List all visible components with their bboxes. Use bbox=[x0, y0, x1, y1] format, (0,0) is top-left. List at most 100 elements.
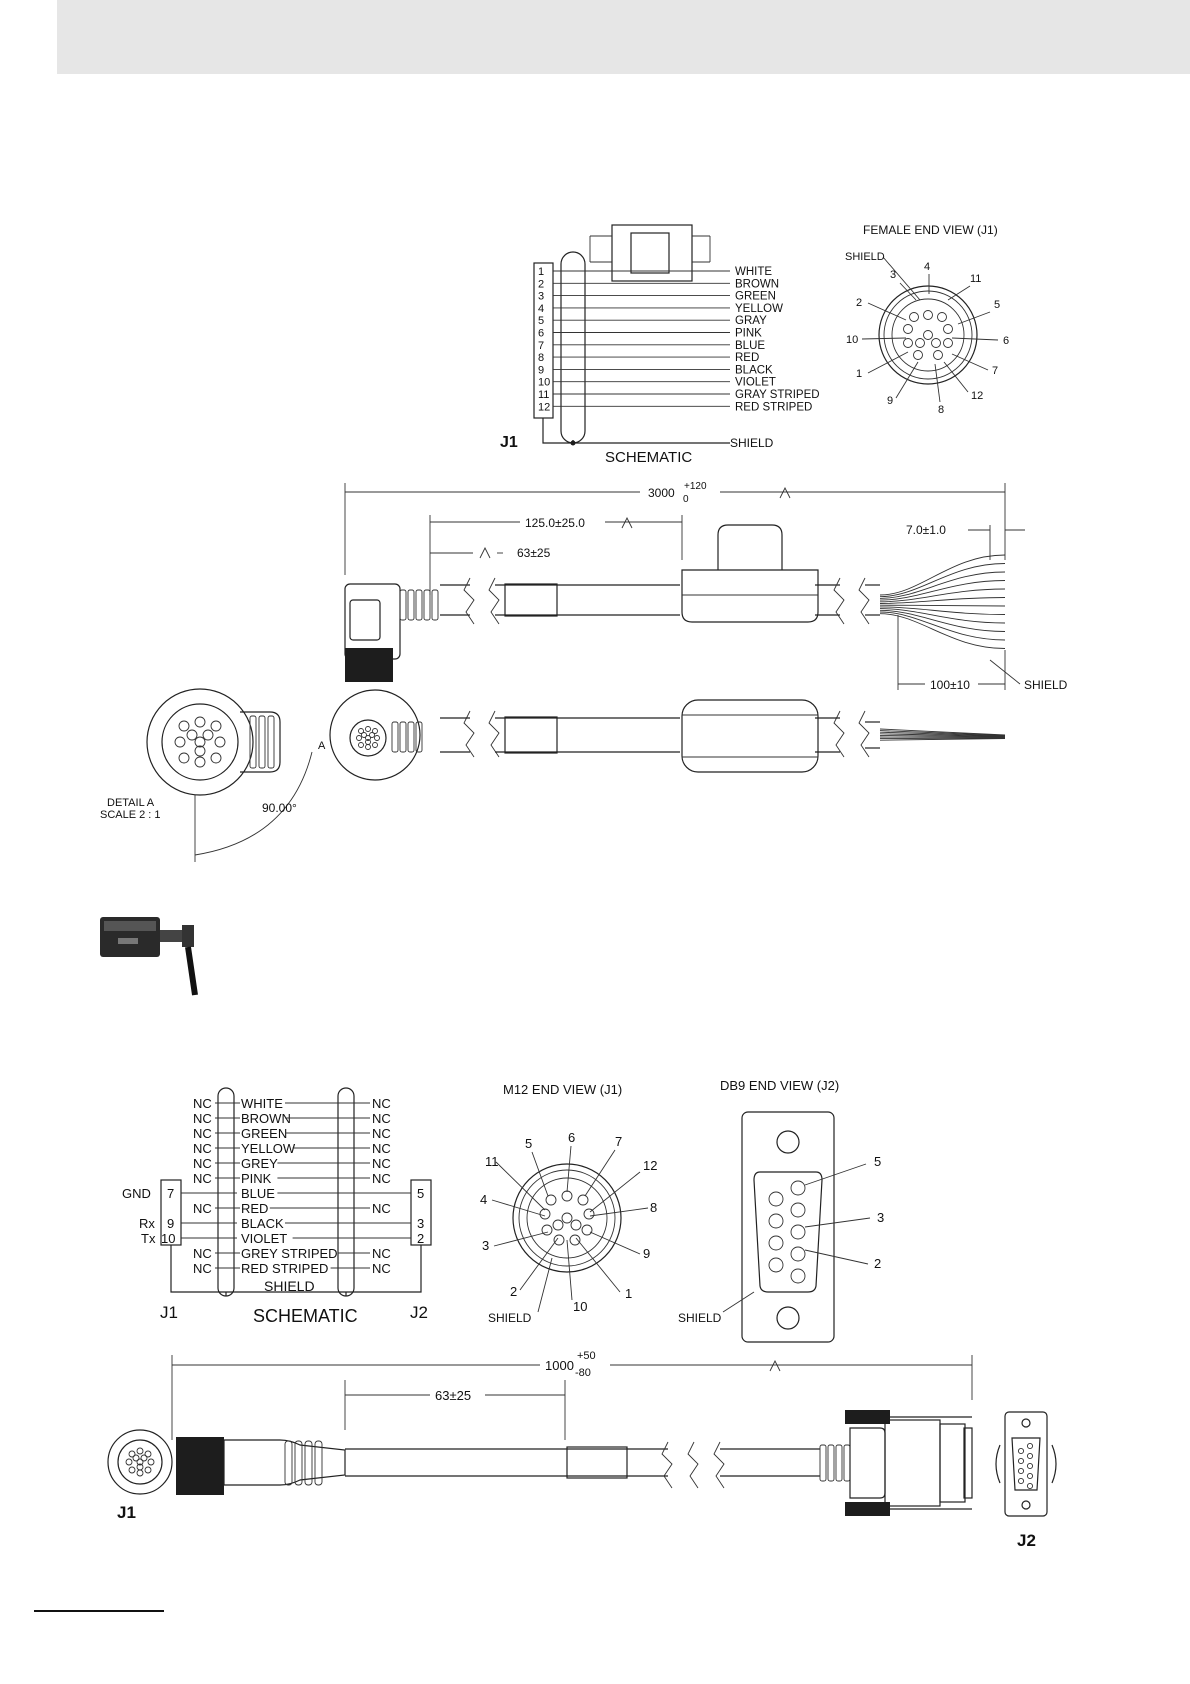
schematic-2-wire-label: YELLOW bbox=[241, 1141, 296, 1156]
female-end-view-pin-label: 3 bbox=[890, 269, 896, 281]
ferrite-1-side bbox=[681, 699, 819, 773]
female-end-view-pin-label: 4 bbox=[924, 261, 930, 273]
j2-face bbox=[1004, 1411, 1048, 1517]
schematic-2-j1-signal: Rx bbox=[139, 1216, 155, 1231]
schematic-1-wire-label: BROWN bbox=[735, 278, 779, 290]
dim-ferrite: 125.0±25.0 bbox=[525, 516, 585, 530]
schematic-1-pin-label: 6 bbox=[538, 328, 544, 340]
schematic-1-pin-label: 7 bbox=[538, 340, 544, 352]
schematic-2-wire-label: BLACK bbox=[241, 1216, 284, 1231]
db9-end-view-shield: SHIELD bbox=[678, 1311, 722, 1325]
dim-overall-1: 3000 bbox=[648, 486, 675, 500]
m12-pin-label: 6 bbox=[568, 1130, 575, 1145]
schematic-2-shield-label: SHIELD bbox=[264, 1278, 315, 1294]
schematic-1-pin-label: 8 bbox=[538, 352, 544, 364]
schematic-2-left-nc: NC bbox=[193, 1171, 212, 1186]
schematic-2-shield-tube-right bbox=[337, 1087, 355, 1297]
female-end-view-pin bbox=[933, 350, 943, 360]
detail-a-marker: A bbox=[318, 740, 326, 752]
m12-end-view-title: M12 END VIEW (J1) bbox=[503, 1082, 622, 1097]
dim-overall-1-tol-upper: +120 bbox=[684, 481, 707, 492]
m12-pin-label: 11 bbox=[485, 1154, 499, 1169]
female-end-view-pin-label: 6 bbox=[1003, 335, 1009, 347]
schematic-2-title: SCHEMATIC bbox=[253, 1306, 358, 1326]
schematic-1-pin-label: 3 bbox=[538, 291, 544, 303]
schematic-2-right-nc: NC bbox=[372, 1126, 391, 1141]
dim-overall-2-tol-lower: -80 bbox=[575, 1367, 591, 1379]
db9-pin bbox=[768, 1213, 784, 1229]
m12-pin bbox=[561, 1190, 573, 1202]
m12-pin bbox=[561, 1212, 573, 1224]
female-end-view-pin bbox=[915, 338, 925, 348]
m12-end-view-shield: SHIELD bbox=[488, 1311, 532, 1325]
db9-end-view-labels: 532 bbox=[804, 1154, 884, 1271]
female-end-view-pin bbox=[913, 350, 923, 360]
db9-pin bbox=[768, 1257, 784, 1273]
schematic-1-pin-label: 4 bbox=[538, 303, 544, 315]
schematic-2-j1-signal: GND bbox=[122, 1186, 151, 1201]
m12-pin-label: 10 bbox=[573, 1299, 587, 1314]
female-end-view-pin bbox=[923, 310, 933, 320]
m12-pin-label: 3 bbox=[482, 1238, 489, 1253]
schematic-1-wire-label: GREEN bbox=[735, 291, 776, 303]
schematic-2-j1-label: J1 bbox=[160, 1303, 178, 1322]
db9-pin bbox=[790, 1246, 806, 1262]
female-end-view-pin bbox=[909, 312, 919, 322]
schematic-2-wire-label: BROWN bbox=[241, 1111, 291, 1126]
m12-pin-label: 8 bbox=[650, 1200, 657, 1215]
schematic-1-wire-labels: WHITEBROWNGREENYELLOWGRAYPINKBLUEREDBLAC… bbox=[735, 266, 820, 413]
female-end-view-pin bbox=[903, 338, 913, 348]
schematic-1-wire-label: VIOLET bbox=[735, 377, 776, 389]
schematic-1-wire-label: RED bbox=[735, 352, 759, 364]
schematic-2-wire-label: VIOLET bbox=[241, 1231, 287, 1246]
dim-sleeve-2: 63±25 bbox=[435, 1388, 471, 1403]
female-end-view-pin bbox=[943, 324, 953, 334]
schematic-1-wire-label: RED STRIPED bbox=[735, 401, 812, 413]
schematic-2-shield-tube-left bbox=[217, 1087, 235, 1297]
sleeve-1 bbox=[504, 583, 558, 617]
m12-pin-label: 7 bbox=[615, 1134, 622, 1149]
female-end-view-pin bbox=[937, 312, 947, 322]
sleeve-1-side bbox=[504, 716, 558, 754]
schematic-2-right-nc: NC bbox=[372, 1201, 391, 1216]
schematic-2-right-nc: NC bbox=[372, 1096, 391, 1111]
schematic-1-pin-label: 9 bbox=[538, 364, 544, 376]
schematic-2-left-nc: NC bbox=[193, 1246, 212, 1261]
schematic-2-left-nc: NC bbox=[193, 1096, 212, 1111]
fanout-leads-1 bbox=[879, 554, 1006, 649]
schematic-2-left-nc: NC bbox=[193, 1126, 212, 1141]
detail-a-face bbox=[146, 688, 254, 796]
m12-pin bbox=[570, 1219, 582, 1231]
female-end-view-pin bbox=[923, 330, 933, 340]
detail-a-scale: SCALE 2 : 1 bbox=[100, 809, 161, 821]
schematic-1-wire-label: PINK bbox=[735, 328, 762, 340]
m12-pin-label: 2 bbox=[510, 1284, 517, 1299]
db9-screw-top bbox=[845, 1410, 890, 1424]
schematic-2-wire-label: PINK bbox=[241, 1171, 272, 1186]
schematic-2-wire-label: RED STRIPED bbox=[241, 1261, 328, 1276]
m12-pin bbox=[545, 1194, 557, 1206]
schematic-1-wire-label: GRAY STRIPED bbox=[735, 389, 820, 401]
dim-sleeve-1: 63±25 bbox=[517, 546, 551, 560]
m12-pin bbox=[577, 1194, 589, 1206]
db9-pin bbox=[790, 1202, 806, 1218]
schematic-2-j1-signal: Tx bbox=[141, 1231, 156, 1246]
female-end-view-pin-label: 10 bbox=[846, 334, 858, 346]
dim-overall-2: 1000 bbox=[545, 1358, 574, 1373]
schematic-2-wire-label: GREY STRIPED bbox=[241, 1246, 338, 1261]
schematic-2-j1-pin: 9 bbox=[167, 1216, 174, 1231]
schematic-2-right-nc: NC bbox=[372, 1171, 391, 1186]
m12-pin bbox=[539, 1208, 551, 1220]
j1-bottom-label: J1 bbox=[117, 1503, 136, 1522]
female-end-view-pin-label: 9 bbox=[887, 395, 893, 407]
product-thumbnail bbox=[100, 917, 198, 996]
detail-a-angle: 90.00° bbox=[262, 801, 297, 815]
cable-drawing-2: 1000 +50 -80 63±25 J1 bbox=[107, 1350, 1057, 1550]
